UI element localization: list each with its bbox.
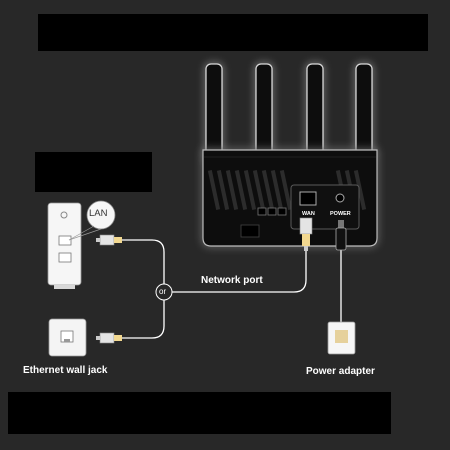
redacted-footer-block: [8, 392, 391, 434]
power-plug: [335, 220, 347, 251]
lan-label: LAN: [89, 208, 108, 219]
wan-port: [299, 191, 317, 206]
network-port-label: Network port: [201, 275, 263, 286]
or-label: or: [159, 287, 167, 296]
or-junction: [155, 283, 173, 301]
power-port: [335, 193, 345, 203]
rj45-plug-icon: [96, 332, 122, 344]
rj45-plug-icon: [299, 217, 313, 251]
modem-device: [47, 202, 82, 289]
ethernet-wall-jack-label: Ethernet wall jack: [23, 365, 108, 376]
router-vents: [207, 170, 367, 210]
redacted-title-block: [38, 14, 428, 51]
power-label: POWER: [330, 211, 351, 217]
redacted-step-label: [35, 152, 152, 192]
router-antennas: [205, 63, 373, 165]
lan-ports-router: [257, 207, 287, 216]
router-device: [202, 63, 378, 247]
ethernet-jack-icon: [48, 318, 87, 357]
power-adapter-label: Power adapter: [306, 366, 375, 377]
power-adapter-icon: [327, 321, 356, 355]
wan-label: WAN: [302, 211, 315, 217]
network-cables: [122, 239, 342, 339]
rj45-plug-icon: [96, 234, 122, 246]
